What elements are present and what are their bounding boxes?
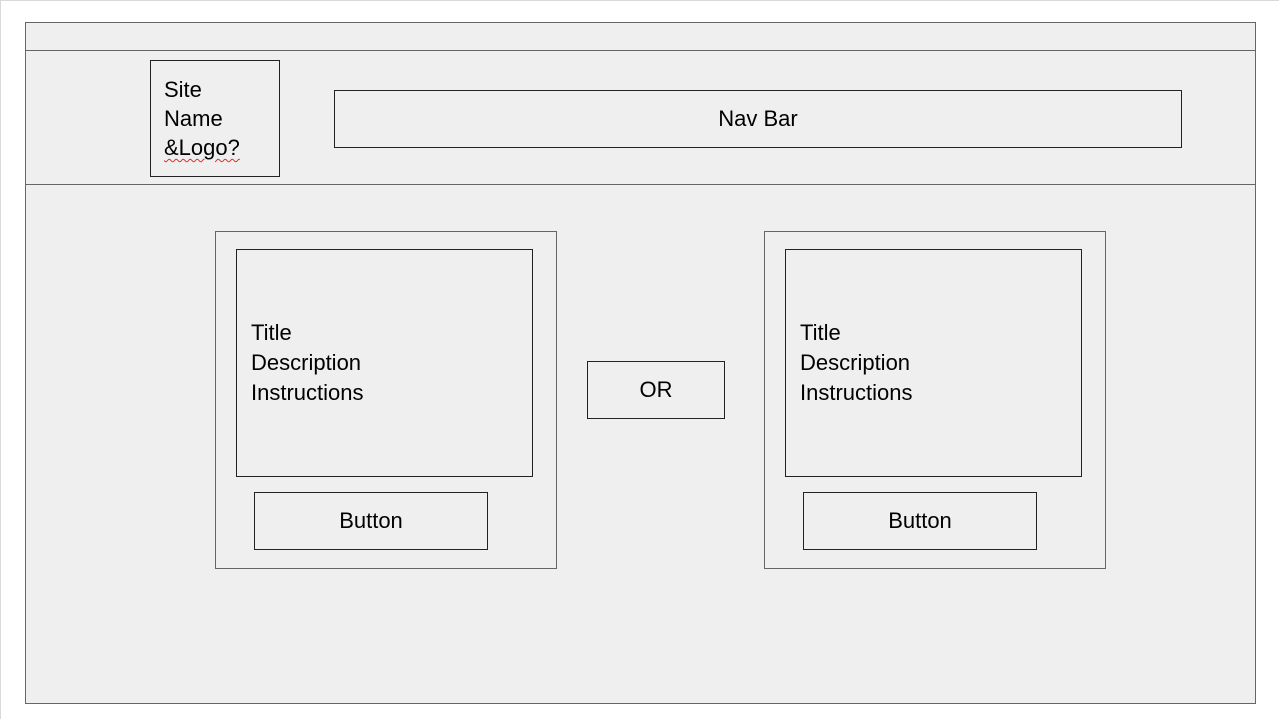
card-right-content (785, 249, 1082, 477)
card-right-description: Description (800, 350, 911, 375)
nav-bar-label: Nav Bar (718, 106, 798, 131)
card-left-instructions: Instructions (251, 380, 364, 405)
card-left-title: Title (251, 320, 292, 345)
card-left-text: Title Description Instructions (251, 318, 364, 408)
card-right-instructions: Instructions (800, 380, 913, 405)
card-right-button[interactable]: Button (803, 492, 1037, 550)
card-right-button-label: Button (888, 508, 952, 533)
card-left-button-label: Button (339, 508, 403, 533)
or-separator: OR (587, 361, 725, 419)
top-strip-divider (25, 50, 1256, 51)
logo-line-1: Site (164, 77, 202, 102)
logo-line-3: &Logo? (164, 135, 240, 160)
card-left-button[interactable]: Button (254, 492, 488, 550)
card-left-description: Description (251, 350, 362, 375)
logo-line-2: Name (164, 106, 223, 131)
card-left-content (236, 249, 533, 477)
header-divider (25, 184, 1256, 185)
card-right-title: Title (800, 320, 841, 345)
nav-bar-placeholder: Nav Bar (334, 90, 1182, 148)
site-logo-placeholder: Site Name &Logo? (150, 60, 280, 177)
or-label: OR (639, 377, 673, 402)
card-right-text: Title Description Instructions (800, 318, 913, 408)
